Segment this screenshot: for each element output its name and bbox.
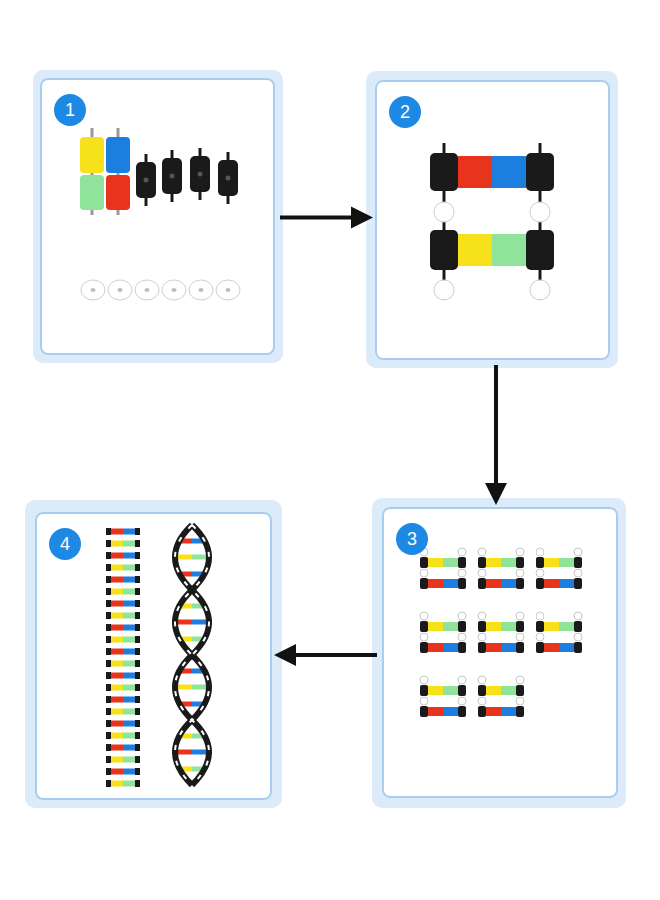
panel-frames [25,70,626,808]
parts-kit [80,128,240,300]
step-panel: 3 [382,507,618,798]
dna-ladder [106,528,140,787]
base-pair-model [430,143,554,300]
step-number: 2 [389,96,421,128]
dna-helix [172,525,212,785]
step-number: 4 [49,528,81,560]
step-number: 1 [54,94,86,126]
flow-arrow [485,365,507,505]
base-pair-set [420,548,582,717]
step-number: 3 [396,523,428,555]
flow-arrow [280,207,373,229]
flow-arrow [274,644,377,666]
step-panel: 2 [375,80,610,360]
step-panel: 1 [40,78,275,355]
step-panel: 4 [35,512,272,800]
